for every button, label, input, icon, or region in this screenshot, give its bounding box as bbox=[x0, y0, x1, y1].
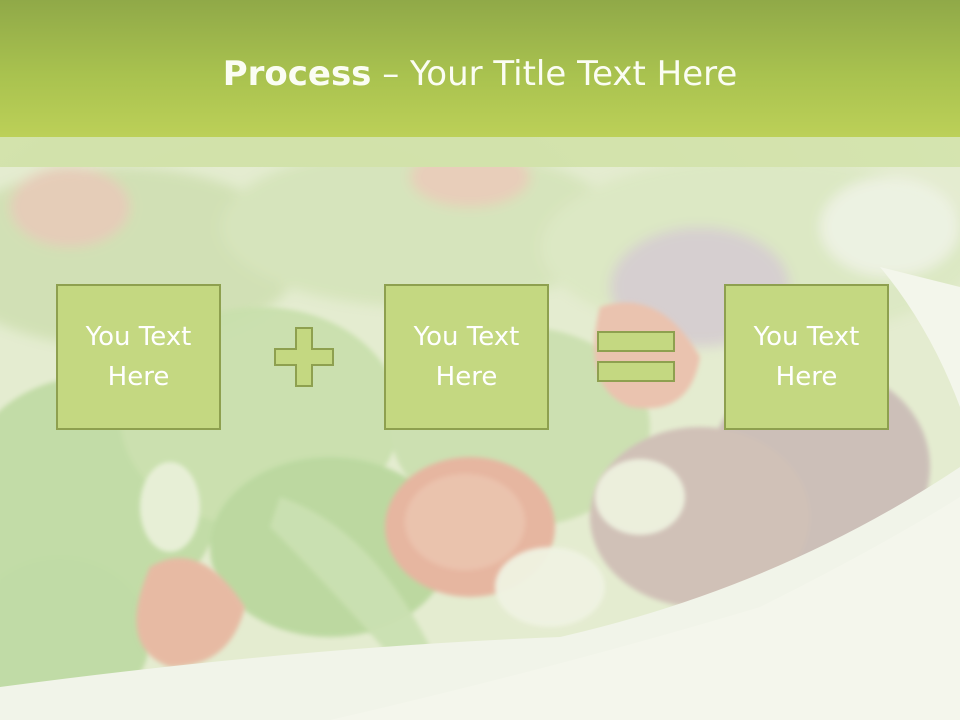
step-text-line1: You Text bbox=[753, 322, 860, 352]
step-text-line1: You Text bbox=[85, 322, 192, 352]
slide-title[interactable]: Process – Your Title Text Here bbox=[0, 52, 960, 96]
title-bold: Process bbox=[222, 54, 372, 94]
plus-icon bbox=[273, 326, 335, 388]
title-band bbox=[0, 0, 960, 137]
equals-icon bbox=[596, 330, 676, 384]
title-rest: – Your Title Text Here bbox=[371, 54, 738, 94]
step-text-line2: Here bbox=[107, 362, 170, 392]
step-text-line1: You Text bbox=[413, 322, 520, 352]
photo-overlay bbox=[0, 167, 960, 720]
title-accent-strip bbox=[0, 137, 960, 167]
step-text-line2: Here bbox=[435, 362, 498, 392]
step-text-line2: Here bbox=[775, 362, 838, 392]
